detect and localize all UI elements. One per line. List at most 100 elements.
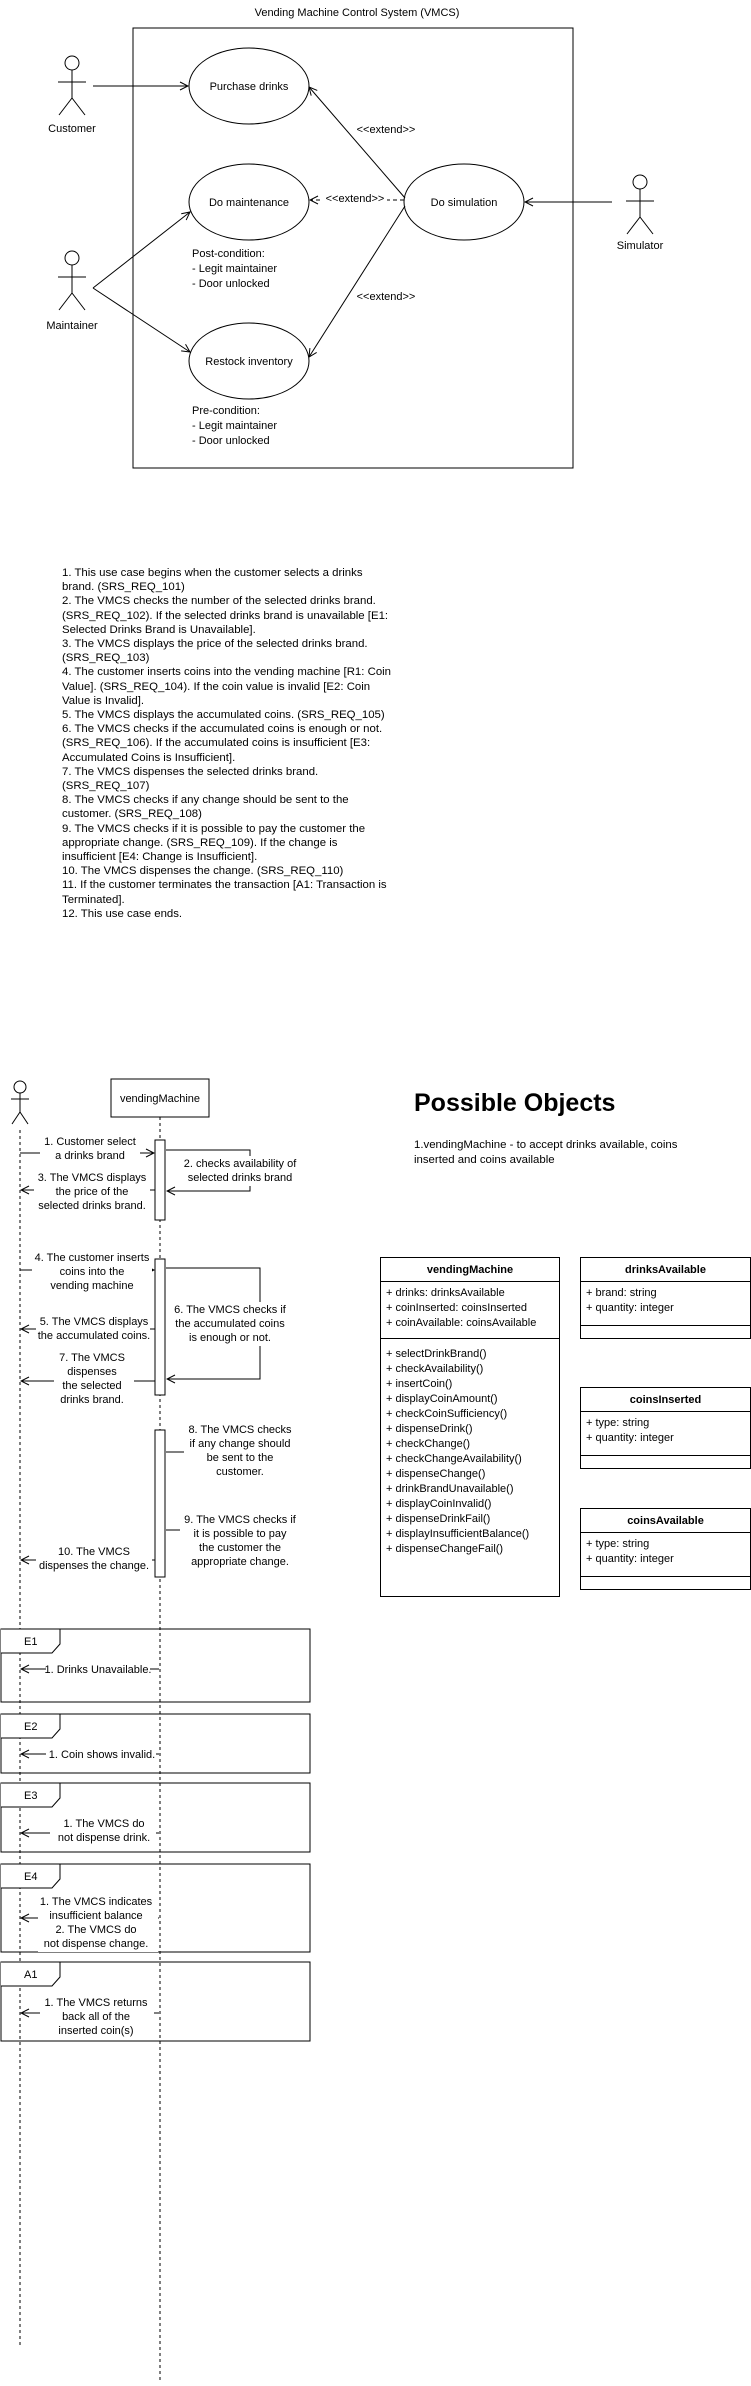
class-attribute: + coinAvailable: coinsAvailable [386, 1317, 537, 1329]
activation-bar [154, 1429, 166, 1578]
message-10-label: 10. The VMCS dispenses the change. [36, 1544, 152, 1574]
class-attribute: + drinks: drinksAvailable [386, 1287, 505, 1299]
message-3-label: 3. The VMCS displays the price of the se… [34, 1170, 150, 1214]
step-item: 10. The VMCS dispenses the change. (SRS_… [62, 865, 344, 878]
extend-restock-arrow [309, 205, 406, 357]
class-attributes: + type: string + quantity: integer [581, 1533, 750, 1577]
class-attribute: + coinInserted: coinsInserted [386, 1302, 527, 1314]
use-case-steps: 1. This use case begins when the custome… [62, 566, 392, 921]
class-operation: + checkCoinSufficiency() [386, 1408, 508, 1420]
message-1-text: a drinks brand [55, 1150, 125, 1162]
class-operation: + dispenseDrink() [386, 1423, 473, 1435]
pre-condition-line: Pre-condition: [192, 405, 260, 417]
message-6-text: 6. The VMCS checks if [174, 1304, 287, 1316]
message-4-text: vending machine [50, 1280, 133, 1292]
step-item: 3. The VMCS displays the price of the se… [62, 638, 368, 665]
restock-inventory-usecase [188, 322, 310, 400]
purchase-drinks-usecase [188, 47, 310, 125]
fragment-e4: E4 1. The VMCS indicates insufficient ba… [0, 1863, 311, 1953]
do-simulation-label: Do simulation [431, 197, 498, 209]
message-1-label: 1. Customer select a drinks brand [40, 1134, 140, 1164]
class-operation: + checkAvailability() [386, 1363, 484, 1375]
fragment-text: 1. The VMCS returns [44, 1997, 148, 2009]
class-attribute: + quantity: integer [586, 1432, 674, 1444]
message-6-label: 6. The VMCS checks if the accumulated co… [174, 1302, 287, 1346]
class-attributes: + brand: string + quantity: integer [581, 1282, 750, 1326]
step-item: 2. The VMCS checks the number of the sel… [62, 595, 389, 636]
post-condition-note: Post-condition: - Legit maintainer - Doo… [192, 248, 277, 290]
fragment-e3: E3 1. The VMCS do not dispense drink. [0, 1782, 311, 1853]
class-name: coinsAvailable [581, 1509, 750, 1533]
step-item: 6. The VMCS checks if the accumulated co… [62, 723, 383, 764]
message-8-text: be sent to the [207, 1452, 274, 1464]
pre-condition-note: Pre-condition: - Legit maintainer - Door… [192, 405, 277, 447]
class-operations [581, 1326, 750, 1330]
class-operations [581, 1577, 750, 1581]
class-operation: + checkChange() [386, 1438, 471, 1450]
message-1-text: 1. Customer select [44, 1136, 136, 1148]
class-attribute: + quantity: integer [586, 1553, 674, 1565]
class-operation: + displayCoinAmount() [386, 1393, 498, 1405]
extend-label-purchase: <<extend>> [357, 124, 416, 136]
fragment-e2: E2 1. Coin shows invalid. [0, 1713, 311, 1774]
message-7-text: 7. The VMCS [59, 1352, 125, 1364]
message-7-text: drinks brand. [60, 1394, 124, 1406]
class-attributes: + drinks: drinksAvailable + coinInserted… [381, 1282, 559, 1339]
fragment-tag: A1 [24, 1969, 37, 1981]
class-operation: + drinkBrandUnavailable() [386, 1483, 514, 1495]
do-maintenance-label: Do maintenance [209, 197, 289, 209]
message-9-label: 9. The VMCS checks if it is possible to … [180, 1512, 300, 1570]
class-attribute: + type: string [586, 1538, 650, 1550]
message-8-text: if any change should [190, 1438, 291, 1450]
message-4-label: 4. The customer inserts coins into the v… [32, 1250, 152, 1294]
message-3-text: 3. The VMCS displays [38, 1172, 147, 1184]
step-item: 1. This use case begins when the custome… [62, 567, 363, 594]
class-name: coinsInserted [581, 1388, 750, 1412]
message-10-text: 10. The VMCS [58, 1546, 130, 1558]
fragment-tag: E3 [24, 1790, 37, 1802]
fragment-text: back all of the [62, 2011, 130, 2023]
class-operation: + dispenseChange() [386, 1468, 486, 1480]
step-item: 12. This use case ends. [62, 907, 183, 920]
simulator-actor-label: Simulator [617, 240, 664, 252]
activation-bar [154, 1139, 166, 1221]
extend-purchase-arrow [309, 87, 406, 199]
extend-label-maintenance: <<extend>> [326, 193, 385, 205]
class-drinksavailable: drinksAvailable + brand: string + quanti… [580, 1257, 751, 1339]
message-3-text: the price of the [56, 1186, 129, 1198]
message-6-text: the accumulated coins [175, 1318, 285, 1330]
user-actor [11, 1080, 29, 1125]
maintainer-restock-association [92, 287, 190, 352]
possible-objects-heading: Possible Objects [414, 1089, 616, 1117]
class-attribute: + quantity: integer [586, 1302, 674, 1314]
message-5-text: 5. The VMCS displays [40, 1316, 149, 1328]
message-6-text: is enough or not. [189, 1332, 271, 1344]
vendingmachine-lifeline-label: vendingMachine [120, 1093, 200, 1105]
maintainer-maintenance-association [92, 212, 190, 289]
message-7-text: dispenses [67, 1366, 117, 1378]
fragment-text: inserted coin(s) [58, 2025, 133, 2037]
class-operation: + displayCoinInvalid() [386, 1498, 492, 1510]
step-item: 5. The VMCS displays the accumulated coi… [62, 709, 385, 722]
message-4-text: 4. The customer inserts [35, 1252, 150, 1264]
maintainer-actor [58, 250, 86, 311]
step-item: 11. If the customer terminates the trans… [62, 879, 387, 906]
step-item: 9. The VMCS checks if it is possible to … [62, 822, 366, 864]
message-5-text: the accumulated coins. [38, 1330, 151, 1342]
fragment-text: 2. The VMCS do [55, 1924, 136, 1936]
message-2-text: 2. checks availability of [184, 1158, 297, 1170]
fragment-text: 1. Drinks Unavailable. [45, 1664, 152, 1676]
step-item: 8. The VMCS checks if any change should … [62, 794, 349, 821]
class-name: vendingMachine [381, 1258, 559, 1282]
message-10-text: dispenses the change. [39, 1560, 149, 1572]
fragment-e1: E1 1. Drinks Unavailable. [0, 1628, 311, 1703]
post-condition-line: Post-condition: [192, 248, 265, 260]
message-8-text: 8. The VMCS checks [188, 1424, 292, 1436]
message-9-text: 9. The VMCS checks if [184, 1514, 297, 1526]
message-8-text: customer. [216, 1466, 264, 1478]
fragment-tag: E4 [24, 1871, 37, 1883]
message-7-label: 7. The VMCS dispenses the selected drink… [54, 1350, 134, 1408]
fragment-text: not dispense change. [44, 1938, 149, 1950]
possible-objects-description: 1.vendingMachine - to accept drinks avai… [414, 1139, 678, 1166]
